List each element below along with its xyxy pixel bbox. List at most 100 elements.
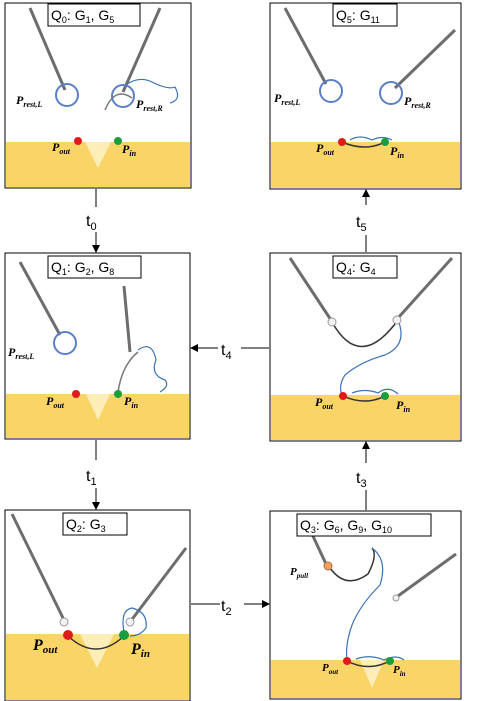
- transition-t1: t1: [86, 440, 100, 510]
- suture-thread-tail: [351, 388, 399, 395]
- right-gripper-tip: [125, 617, 135, 627]
- needle: [117, 351, 139, 393]
- p-in-label: Pin: [124, 394, 139, 410]
- rest-ring-left: [53, 331, 77, 355]
- wound-incision: [86, 394, 110, 420]
- right-instrument-shaft: [121, 7, 162, 93]
- p-out-dot: [72, 390, 80, 398]
- suture-thread: [339, 319, 402, 397]
- state-label: Q2: G3: [66, 516, 106, 534]
- rest-ring-left: [319, 79, 343, 103]
- state-label: Q5: G11: [336, 7, 380, 25]
- p-rest-r-label: Prest,R: [404, 94, 431, 110]
- suture-thread: [345, 547, 384, 661]
- p-out-dot: [343, 657, 351, 665]
- left-gripper-tip: [59, 617, 69, 627]
- p-in-label: Pin: [393, 664, 406, 678]
- suture-thread: [126, 78, 179, 104]
- left-instrument-shaft: [10, 513, 66, 621]
- state-label-box: [62, 512, 128, 536]
- p-in-label: Pin: [390, 144, 405, 160]
- panel-q1: Q1: G2, G8 Prest,L Pout Pin: [4, 252, 191, 440]
- p-in-label: Pin: [122, 142, 137, 158]
- panel-q3: Q3: G6, G9, G10 Ppull Pout Pin: [269, 510, 462, 700]
- p-out-label: Pout: [52, 140, 71, 156]
- p-rest-l-label: Prest,L: [16, 93, 42, 109]
- right-instrument-shaft: [122, 285, 132, 353]
- left-instrument-shaft: [283, 7, 328, 85]
- suture-thread-tail: [355, 656, 405, 661]
- p-in-dot: [114, 390, 122, 398]
- t1-label: t1: [86, 468, 97, 488]
- t0-label: t0: [86, 213, 97, 233]
- needle: [67, 635, 125, 650]
- needle: [329, 547, 375, 582]
- panel-q5: Q5: G11 Prest,L Prest,R Pout Pin: [269, 2, 462, 190]
- p-rest-r-label: Prest,R: [136, 97, 163, 113]
- p-out-label: Pout: [32, 637, 58, 656]
- state-label: Q4: G4: [336, 259, 376, 277]
- p-out-label: Pout: [316, 141, 335, 157]
- t4-label: t4: [221, 342, 232, 362]
- right-instrument-shaft: [397, 552, 457, 598]
- state-label-box: [332, 3, 398, 27]
- p-out-label: Pout: [315, 395, 334, 411]
- panel-q2: Q2: G3 Pout Pin: [4, 509, 191, 701]
- t5-label: t5: [356, 214, 367, 234]
- state-label-box: [332, 255, 398, 279]
- left-instrument-shaft: [310, 533, 328, 565]
- p-out-dot: [339, 392, 347, 400]
- suture-thread: [122, 607, 147, 637]
- p-rest-l-label: Prest,L: [274, 91, 300, 107]
- p-in-label: Pin: [396, 398, 411, 414]
- p-out-dot: [63, 630, 73, 640]
- transition-t0: t0: [86, 189, 100, 253]
- transition-t5: t5: [356, 189, 370, 252]
- left-gripper-tip: [327, 317, 337, 327]
- p-out-dot: [338, 138, 346, 146]
- right-instrument-shaft: [396, 256, 454, 320]
- panel-q4: Q4: G4 Pout Pin: [269, 252, 462, 442]
- needle: [104, 93, 133, 111]
- state-label-box: [47, 255, 142, 279]
- transition-t2: t2: [191, 598, 270, 618]
- needle: [331, 319, 399, 348]
- state-label: Q1: G2, G8: [51, 259, 114, 277]
- p-out-label: Pout: [46, 394, 65, 410]
- state-label-box: [47, 3, 141, 27]
- suture-thread: [137, 346, 168, 393]
- p-pull-label: Ppull: [290, 566, 308, 580]
- p-in-dot: [381, 138, 389, 146]
- wound-incision: [85, 142, 111, 168]
- panel-q0: Q0: G1, G5 Prest,L Prest,R Pout Pin: [4, 2, 192, 189]
- suture-thread: [349, 136, 393, 141]
- right-gripper-tip: [392, 315, 402, 325]
- pull-marker: [323, 561, 333, 571]
- p-in-dot: [386, 657, 394, 665]
- state-label: Q0: G1, G5: [51, 7, 114, 25]
- t3-label: t3: [356, 470, 367, 490]
- p-in-dot: [114, 137, 122, 145]
- state-label: Q3: G6, G9, G10: [300, 517, 392, 535]
- p-rest-l-label: Prest,L: [8, 345, 34, 361]
- p-out-dot: [74, 137, 82, 145]
- right-instrument-shaft: [128, 547, 188, 623]
- rest-ring-right: [379, 81, 403, 105]
- rest-ring-right: [111, 84, 135, 108]
- left-instrument-shaft: [18, 261, 62, 336]
- p-out-label: Pout: [322, 662, 339, 676]
- wound-incision: [80, 634, 114, 668]
- right-instrument-shaft: [393, 28, 457, 90]
- rest-ring-left: [55, 83, 79, 107]
- p-in-dot: [381, 392, 389, 400]
- p-in-dot: [119, 630, 129, 640]
- left-instrument-shaft: [28, 7, 67, 91]
- right-gripper-tip: [392, 594, 400, 602]
- t2-label: t2: [221, 598, 232, 618]
- p-in-label: Pin: [130, 641, 150, 660]
- left-instrument-shaft: [288, 257, 333, 321]
- transition-t4: t4: [190, 342, 269, 362]
- state-label-box: [296, 513, 432, 537]
- tissue-surface: [271, 142, 460, 188]
